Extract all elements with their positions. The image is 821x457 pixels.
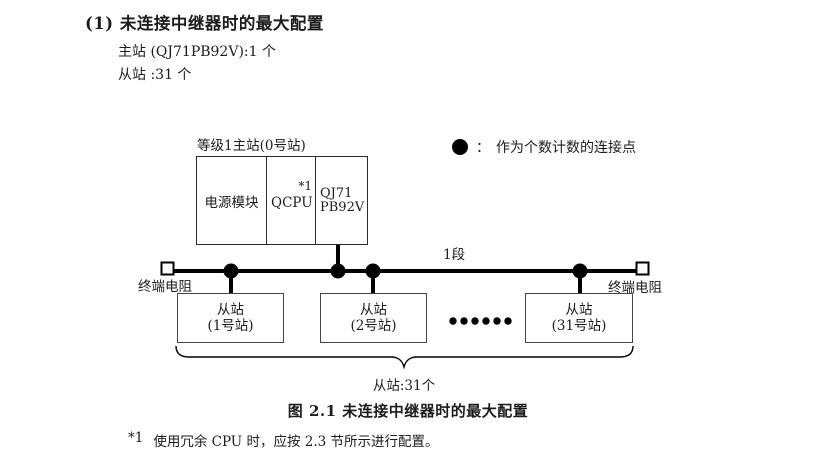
- terminator-square-right-icon: [635, 261, 650, 276]
- connection-dot-icon: [330, 263, 346, 279]
- terminator-square-left-icon: [160, 261, 175, 276]
- slave-station-box-1: 从站 (1号站): [177, 293, 284, 343]
- slave-box-line1: 从站: [360, 301, 387, 318]
- slave-box-line1: 从站: [565, 301, 593, 318]
- slave-box-line2: (2号站): [350, 318, 397, 334]
- qcpu-footnote-ref: *1: [298, 179, 312, 193]
- slave-count-line: 从站 :31 个: [118, 67, 192, 83]
- master-station-box: 电源模块 QCPU *1 QJ71 PB92V: [196, 156, 368, 245]
- legend-text: 作为个数计数的连接点: [496, 140, 636, 156]
- qj71-line: QJ71: [320, 185, 353, 201]
- slave-station-box-31: 从站 (31号站): [525, 293, 633, 343]
- terminator-label-right: 终端电阻: [608, 280, 662, 296]
- power-module-cell: 电源模块: [204, 194, 259, 211]
- qcpu-cell: QCPU *1: [266, 157, 315, 244]
- legend: ： 作为个数计数的连接点: [452, 137, 636, 157]
- master-station-label: 等级1主站(0号站): [197, 138, 306, 154]
- slave-total-label: 从站:31个: [372, 378, 436, 394]
- terminator-label-left: 终端电阻: [138, 279, 192, 295]
- legend-separator: ：: [476, 140, 490, 156]
- pb92v-line: PB92V: [320, 199, 365, 215]
- footnote: *1 使用冗余 CPU 时，应按 2.3 节所示进行配置。: [128, 430, 439, 450]
- connection-dot-icon: [572, 263, 588, 279]
- section-heading: (1) 未连接中继器时的最大配置: [85, 14, 324, 33]
- footnote-marker: *1: [128, 430, 144, 446]
- connection-dot-icon: [365, 263, 381, 279]
- segment-label: 1段: [443, 247, 466, 263]
- connection-dot-legend-icon: [452, 139, 468, 155]
- qj71pb92v-cell: QJ71 PB92V: [315, 157, 366, 244]
- footnote-text: 使用冗余 CPU 时，应按 2.3 节所示进行配置。: [153, 434, 439, 450]
- slave-box-line2: (1号站): [207, 318, 254, 334]
- master-count-line: 主站 (QJ71PB92V):1 个: [118, 44, 276, 60]
- slave-box-line2: (31号站): [551, 318, 607, 334]
- slave-box-line1: 从站: [217, 301, 244, 318]
- figure-caption: 图 2.1 未连接中继器时的最大配置: [287, 402, 529, 420]
- ellipsis-dots-icon: [449, 317, 512, 325]
- slave-group-brace: [175, 345, 634, 370]
- qcpu-label: QCPU: [271, 195, 313, 211]
- slave-station-box-2: 从站 (2号站): [320, 293, 427, 343]
- connection-dot-icon: [223, 263, 239, 279]
